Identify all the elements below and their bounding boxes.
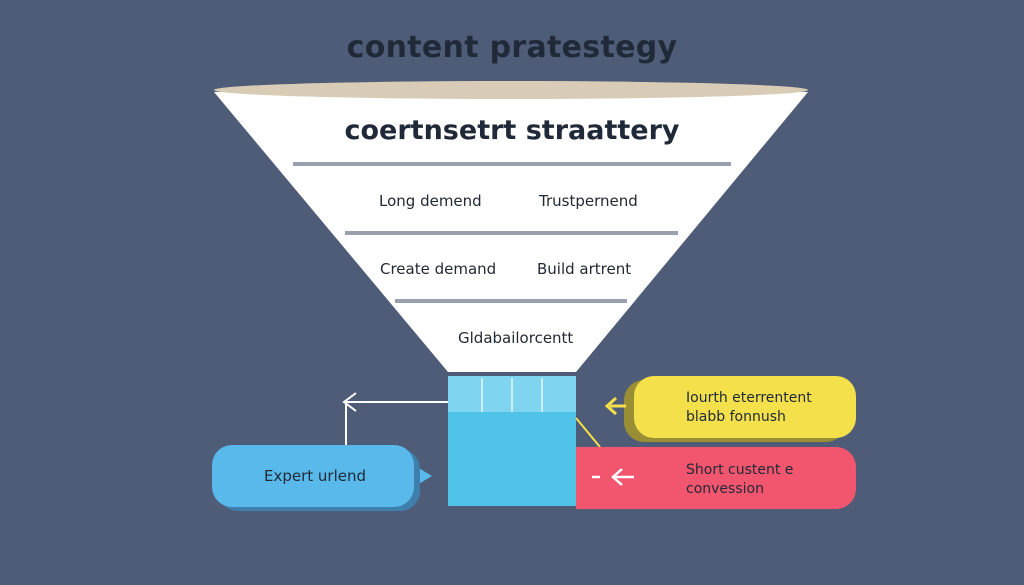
funnel-heading: coertnsetrt straattery	[344, 115, 680, 146]
pink-callout-line2: convession	[686, 481, 764, 497]
yellow-callout-line1: Iourth eterrentent	[686, 390, 812, 406]
yellow-arrowhead-icon	[604, 396, 617, 416]
blue-callout: Expert urlend	[212, 445, 414, 507]
funnel-row3-label: Gldabailorcentt	[458, 329, 574, 347]
yellow-callout: Iourth eterrentent blabb fonnush	[634, 376, 856, 438]
funnel-row2-left-label: Create demand	[380, 260, 497, 278]
left-arrowhead-icon	[342, 392, 357, 412]
pink-callout-line1: Short custent e	[686, 462, 794, 478]
funnel-row2-right-label: Build artrent	[537, 260, 632, 278]
funnel-row1-left-label: Long demend	[379, 192, 482, 210]
yellow-callout-line2: blabb fonnush	[686, 409, 786, 425]
pink-arrowhead-icon	[611, 468, 623, 486]
funnel-rim	[214, 81, 808, 99]
diagram-title: content pratestegy	[346, 30, 678, 65]
left-connector-line	[345, 401, 448, 446]
blue-callout-tail	[412, 464, 432, 488]
yellow-connector-line	[575, 417, 601, 448]
blue-callout-text: Expert urlend	[264, 467, 367, 485]
funnel-row1-right-label: Trustpernend	[539, 192, 638, 210]
